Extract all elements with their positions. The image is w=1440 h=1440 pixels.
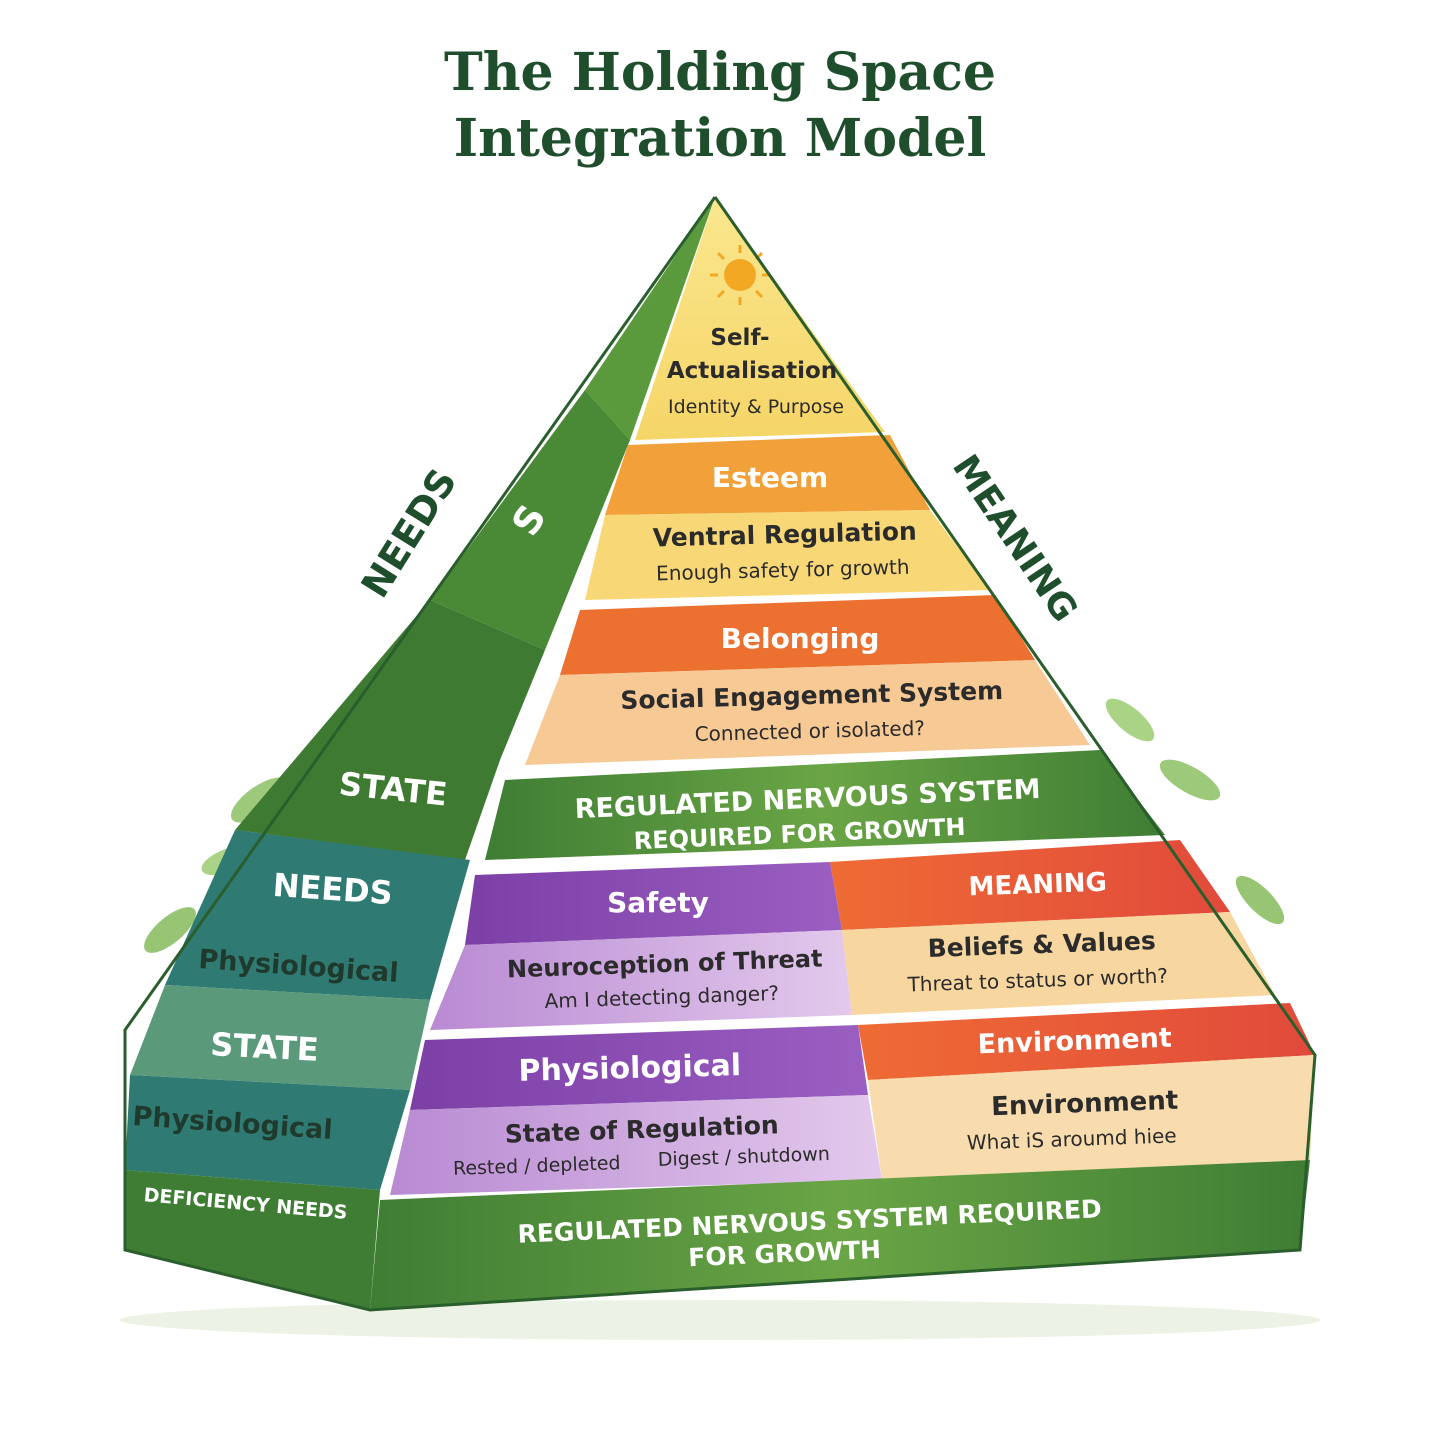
esteem-header bbox=[605, 435, 930, 515]
page-title-line-1: The Holding Space bbox=[444, 42, 996, 103]
left-face bbox=[125, 197, 715, 1310]
apex-title: Self- bbox=[710, 325, 769, 351]
apex-title-2: Actualisation bbox=[667, 358, 837, 384]
pyramid-outline bbox=[123, 196, 1317, 1312]
page-title-line-2: Integration Model bbox=[453, 108, 987, 169]
esteem-title: Ventral Regulation bbox=[652, 517, 917, 553]
physiological-header-label: Physiological bbox=[518, 1048, 741, 1089]
esteem-header-label: Esteem bbox=[712, 461, 828, 494]
belonging-body bbox=[525, 660, 1090, 765]
meaning-header bbox=[830, 840, 1230, 930]
sun-icon bbox=[710, 245, 770, 305]
belonging-header-label: Belonging bbox=[721, 622, 880, 655]
esteem-body bbox=[585, 510, 990, 600]
safety-header bbox=[465, 862, 842, 945]
environment-header-label: Environment bbox=[977, 1023, 1172, 1061]
environment-header bbox=[858, 1003, 1315, 1080]
physiological-header bbox=[410, 1025, 868, 1110]
physiological-body bbox=[390, 1095, 882, 1195]
left-state-lower: STATE bbox=[209, 1025, 319, 1069]
environment-title: Environment bbox=[991, 1086, 1179, 1123]
meaning-body bbox=[842, 912, 1275, 1015]
environment-body bbox=[868, 1055, 1315, 1180]
left-needs-lower: NEEDS bbox=[272, 866, 394, 912]
base-band bbox=[370, 1160, 1310, 1310]
page-title: The Holding Space Integration Model bbox=[0, 40, 1440, 172]
upper-band bbox=[485, 750, 1165, 860]
safety-body bbox=[430, 930, 852, 1030]
meaning-header-label: MEANING bbox=[968, 868, 1107, 903]
safety-header-label: Safety bbox=[607, 886, 709, 919]
apex-tier bbox=[635, 197, 885, 440]
apex-subtitle: Identity & Purpose bbox=[668, 396, 844, 418]
belonging-header bbox=[560, 595, 1035, 675]
